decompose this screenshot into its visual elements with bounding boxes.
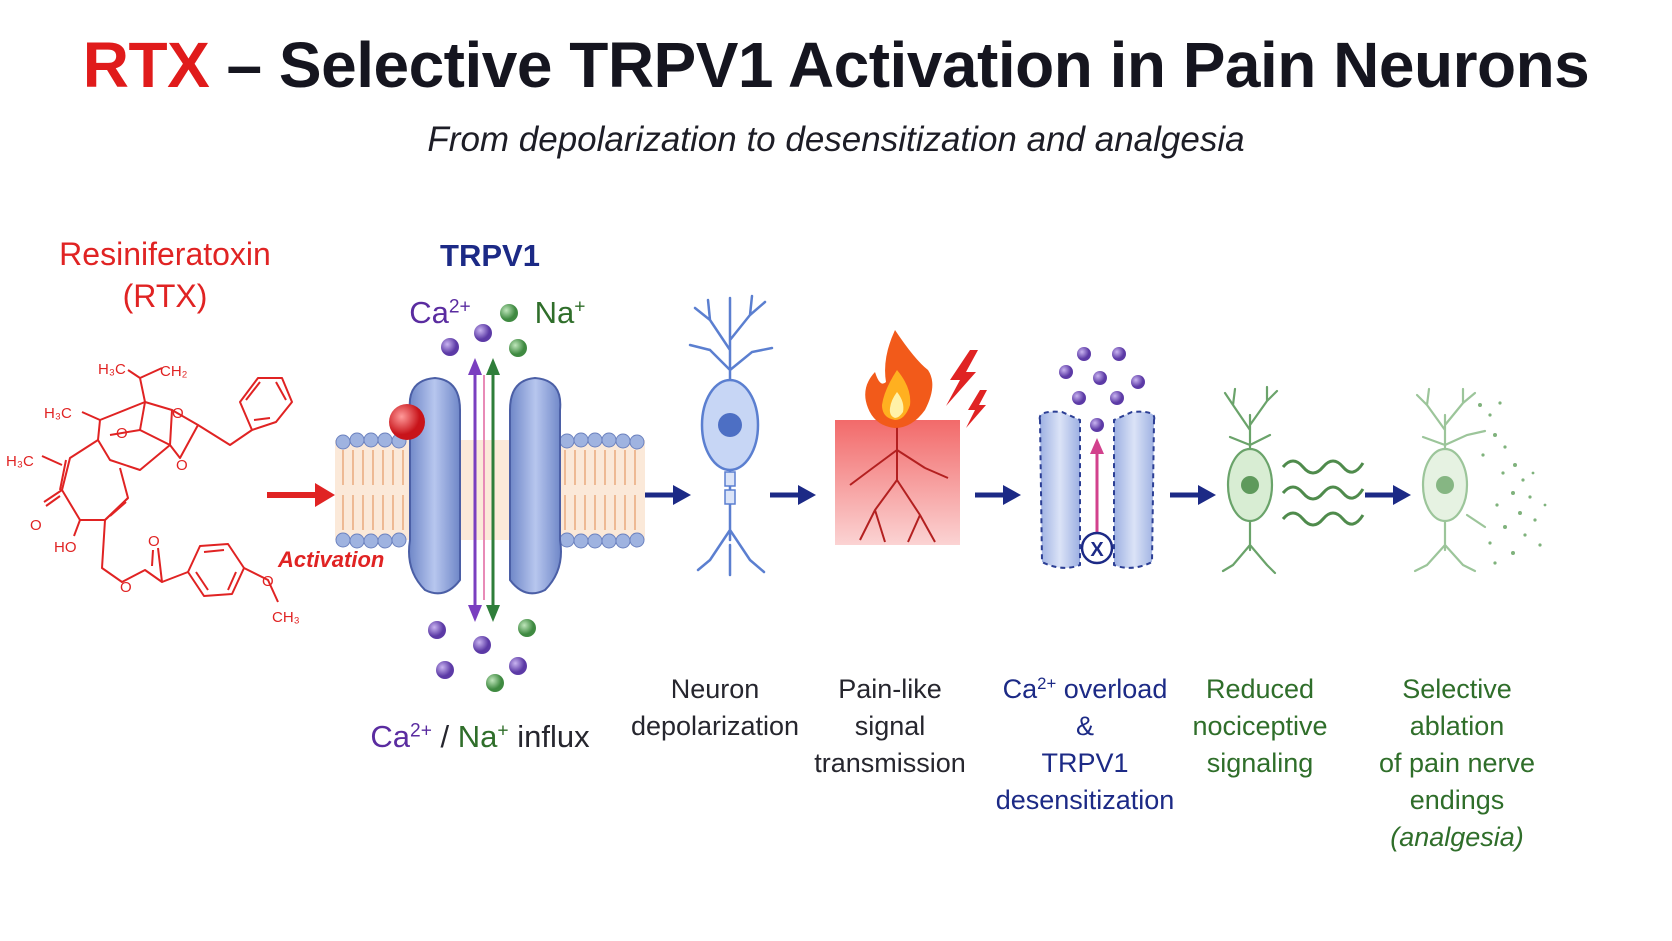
ion-channel-icon bbox=[335, 304, 645, 692]
activation-arrow bbox=[267, 483, 335, 507]
page-subtitle: From depolarization to desensitization a… bbox=[427, 120, 1245, 159]
step5-line1: Selective ablation bbox=[1402, 674, 1512, 741]
step-label-ablation: Selective ablation of pain nerve endings… bbox=[1352, 671, 1562, 856]
title-highlight: RTX bbox=[82, 29, 210, 101]
step-arrow-1 bbox=[645, 485, 691, 505]
atom-o-ketone: O bbox=[30, 517, 42, 534]
step5-line2: of pain nerve bbox=[1378, 748, 1536, 778]
atom-o-carbonyl: O bbox=[148, 533, 160, 550]
na-ion-label: Na+ bbox=[520, 294, 600, 331]
page-title: RTX – Selective TRPV1 Activation in Pain… bbox=[0, 28, 1672, 102]
step3-ca-charge: 2+ bbox=[1037, 673, 1057, 693]
na-charge: + bbox=[574, 296, 586, 318]
atom-h3c-left: H₃C bbox=[6, 453, 34, 470]
step2-line3: transmission bbox=[814, 748, 966, 778]
step3-line3: desensitization bbox=[995, 785, 1175, 815]
step1-line1: Neuron bbox=[670, 674, 760, 704]
step-label-reduced-signaling: Reduced nociceptive signaling bbox=[1185, 671, 1335, 782]
influx-label: Ca2+ / Na+ influx bbox=[360, 718, 600, 755]
desensitized-channel-icon: X bbox=[1038, 347, 1156, 569]
step5-line3: endings bbox=[1409, 785, 1505, 815]
title-rest: – Selective TRPV1 Activation in Pain Neu… bbox=[209, 29, 1590, 101]
ca-charge: 2+ bbox=[448, 296, 471, 318]
atom-o-methoxy: O bbox=[262, 573, 274, 590]
influx-ca: Ca bbox=[370, 719, 411, 754]
lightning-icon bbox=[946, 350, 987, 428]
step4-line2: nociceptive bbox=[1192, 711, 1328, 741]
step2-line1: Pain-like bbox=[838, 674, 942, 704]
step2-line2: signal bbox=[854, 711, 926, 741]
rtx-structure-diagram: H₃C CH₂ H₃C H₃C O O O O HO O O O CH₃ bbox=[6, 361, 300, 626]
step3-ca: Ca bbox=[1002, 674, 1038, 704]
ca-text: Ca bbox=[409, 295, 449, 330]
flame-icon bbox=[865, 330, 933, 428]
molecule-name-line2: (RTX) bbox=[122, 278, 208, 314]
step-arrow-2 bbox=[770, 485, 816, 505]
ablated-neuron-icon bbox=[1413, 387, 1547, 573]
influx-sep: / bbox=[431, 719, 458, 754]
step-arrow-4 bbox=[1170, 485, 1216, 505]
atom-o3: O bbox=[176, 457, 188, 474]
atom-ho: HO bbox=[54, 539, 77, 556]
atom-ch2: CH₂ bbox=[160, 363, 188, 380]
atom-o-ester: O bbox=[120, 579, 132, 596]
blocked-mark: X bbox=[1090, 539, 1104, 561]
influx-ca-charge: 2+ bbox=[410, 720, 432, 742]
atom-o2: O bbox=[172, 405, 184, 422]
step-label-depolarization: Neuron depolarization bbox=[630, 671, 800, 745]
step1-line2: depolarization bbox=[630, 711, 800, 741]
atom-h3c-top: H₃C bbox=[98, 361, 126, 378]
molecule-name: Resiniferatoxin (RTX) bbox=[40, 233, 290, 317]
step5-analgesia: (analgesia) bbox=[1390, 822, 1524, 852]
atom-o1: O bbox=[116, 425, 128, 442]
pain-tissue-icon bbox=[835, 330, 987, 545]
step-label-signal: Pain-like signal transmission bbox=[800, 671, 980, 782]
na-text: Na bbox=[534, 295, 575, 330]
molecule-name-line1: Resiniferatoxin bbox=[59, 236, 271, 272]
step4-line3: signaling bbox=[1206, 748, 1314, 778]
atom-ch3: CH₃ bbox=[272, 609, 300, 626]
step3-line1: Ca2+ overload & bbox=[990, 671, 1180, 745]
influx-na: Na bbox=[457, 719, 498, 754]
influx-suffix: influx bbox=[508, 719, 590, 754]
step-arrow-5 bbox=[1365, 485, 1411, 505]
activation-label: Activation bbox=[278, 547, 385, 572]
ca-ion-label: Ca2+ bbox=[400, 294, 480, 331]
step4-line1: Reduced bbox=[1205, 674, 1315, 704]
step-label-desensitization: Ca2+ overload & TRPV1 desensitization bbox=[990, 671, 1180, 819]
atom-h3c-mid: H₃C bbox=[44, 405, 72, 422]
step3-overload: overload & bbox=[1056, 674, 1168, 741]
neuron-icon bbox=[688, 294, 774, 577]
step3-line2: TRPV1 bbox=[1041, 748, 1129, 778]
green-neuron-icon bbox=[1221, 385, 1365, 575]
step-arrow-3 bbox=[975, 485, 1021, 505]
trpv1-label: TRPV1 bbox=[440, 238, 540, 273]
influx-na-charge: + bbox=[497, 720, 509, 742]
